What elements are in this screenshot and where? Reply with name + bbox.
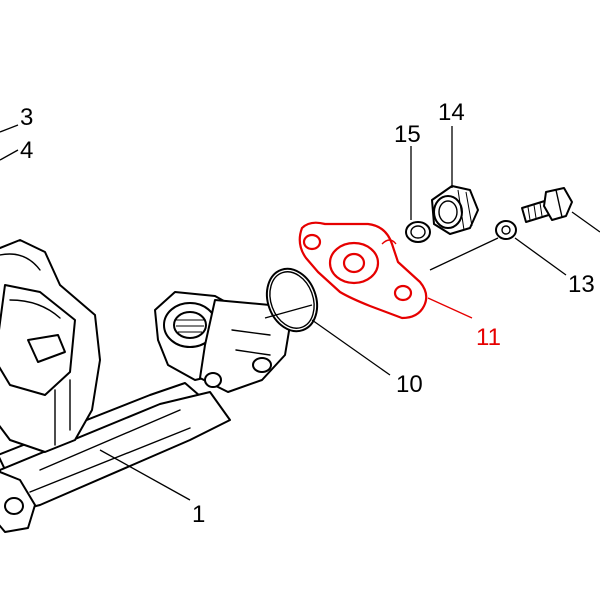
- leader-10: [311, 319, 391, 376]
- manifold-body: [0, 239, 291, 533]
- gasket-part-11-highlighted: [298, 221, 428, 320]
- axis-line-10: [264, 304, 313, 319]
- leader-4: [0, 149, 19, 161]
- callout-13: 13: [568, 271, 595, 298]
- callout-3: 3: [20, 104, 33, 131]
- seal-part-15: [405, 221, 431, 243]
- callout-10: 10: [396, 371, 423, 398]
- callout-11: 11: [476, 324, 501, 351]
- bolt-part: [521, 187, 573, 223]
- callout-15: 15: [394, 121, 421, 148]
- leader-12-offcanvas: [571, 211, 600, 233]
- union-nut-part-14: [431, 185, 479, 235]
- callout-4: 4: [20, 137, 33, 164]
- leader-3: [0, 124, 19, 133]
- callout-14: 14: [438, 99, 465, 126]
- leader-13: [514, 237, 567, 276]
- axis-line-11: [429, 237, 499, 271]
- leader-1: [99, 449, 191, 501]
- washer-part-13: [495, 220, 517, 240]
- leader-11: [427, 297, 473, 319]
- callout-1: 1: [192, 501, 205, 528]
- o-ring-part-10: [265, 267, 319, 333]
